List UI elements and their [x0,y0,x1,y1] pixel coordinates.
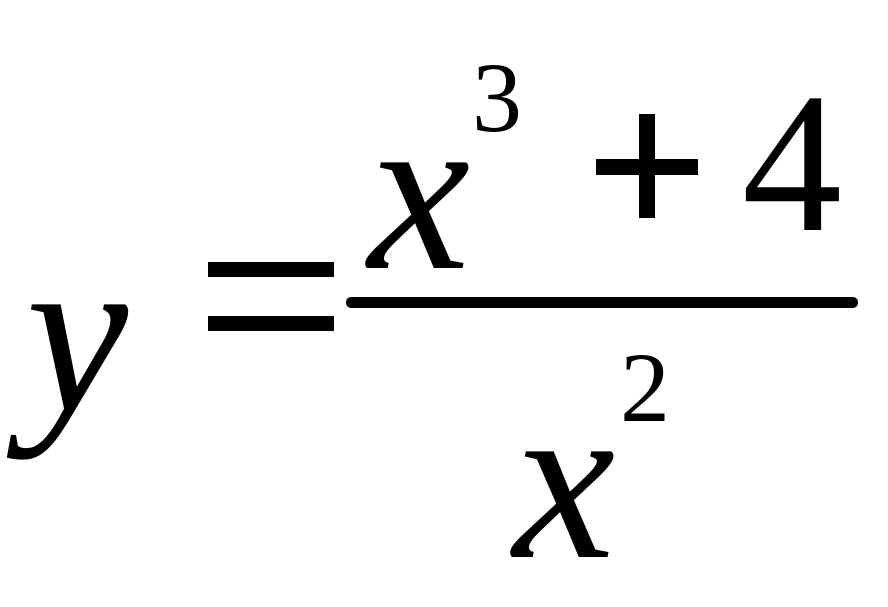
plus-sign [596,114,698,218]
denominator-base: x [513,352,616,607]
plus-bar-vertical [639,114,655,218]
numerator-exponent: 3 [472,42,522,153]
equals-sign [208,262,334,332]
numerator-constant: 4 [742,53,842,274]
equals-bar-top [208,262,334,277]
denominator-exponent: 2 [620,332,670,443]
equals-bar-bottom [208,316,334,331]
formula: y x 3 4 x 2 [26,42,858,595]
lhs-variable: y [26,205,129,460]
fraction-bar [346,297,858,308]
numerator-base: x [368,63,471,318]
